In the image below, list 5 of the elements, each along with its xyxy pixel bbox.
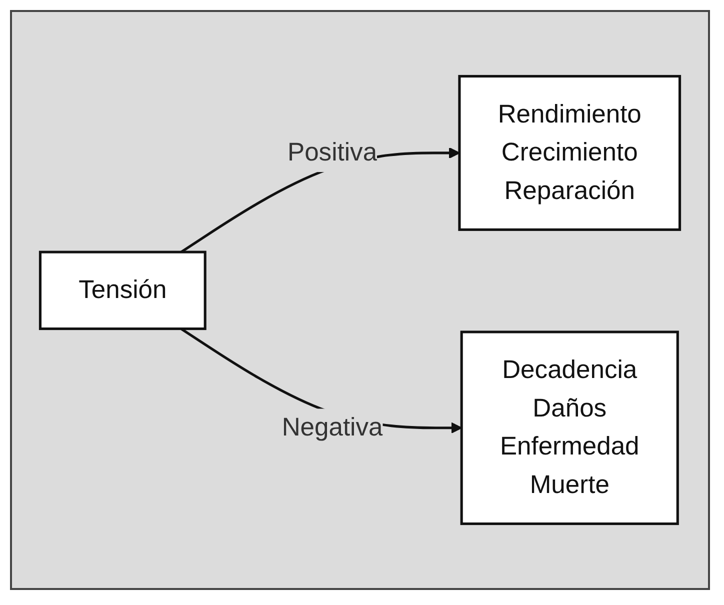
edge-label: Positiva	[288, 138, 378, 168]
node-box: Rendimiento Crecimiento Reparación	[458, 74, 682, 231]
edge-label: Negativa	[282, 414, 383, 442]
node-box: Decadencia Daños Enfermedad Muerte	[460, 330, 679, 526]
node-box: Tensión	[38, 250, 206, 330]
